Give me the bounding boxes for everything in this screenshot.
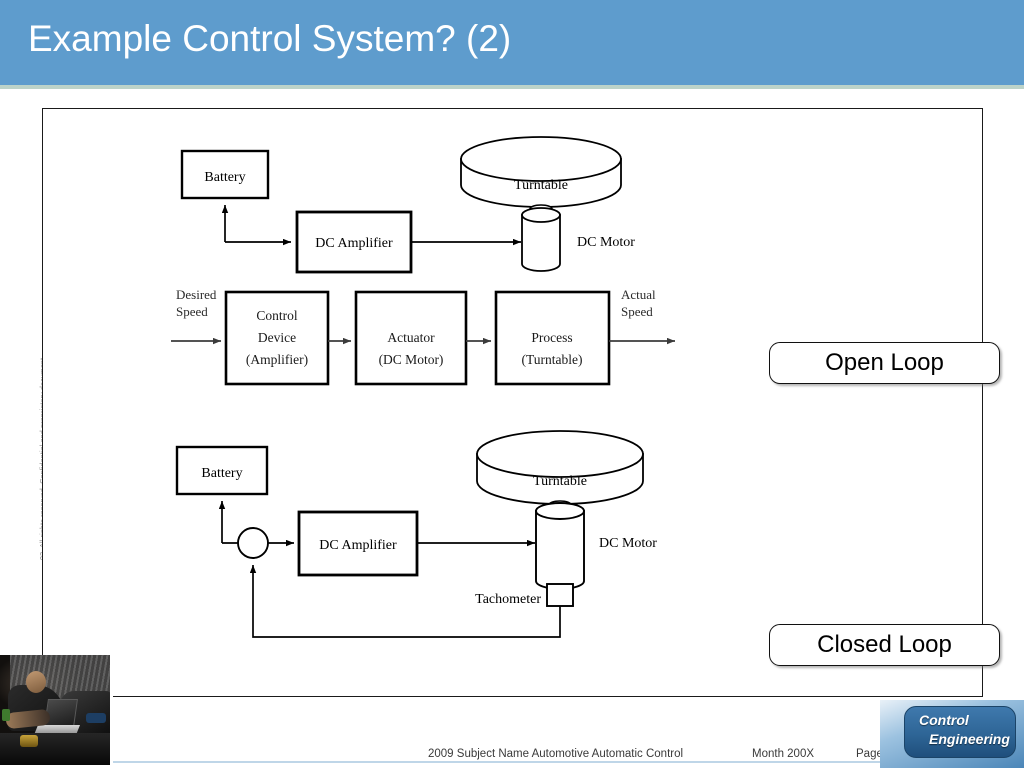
open-loop-dc-motor-shape [521, 207, 561, 272]
page-title: Example Control System? (2) [28, 18, 512, 59]
title-banner-underline [0, 85, 1024, 89]
content-frame: Battery DC Amplifier Turntable DC Mo [42, 108, 1000, 697]
closed-loop-summing-junction [237, 527, 269, 559]
closed-loop-dc-motor-shape [535, 502, 585, 590]
photo-blue-accent [86, 713, 106, 723]
block-process-box [494, 290, 611, 386]
closed-loop-dc-amplifier-label: DC Amplifier [319, 538, 397, 553]
open-loop-turntable-label: Turntable [514, 178, 568, 193]
open-loop-dc-motor-label: DC Motor [577, 235, 635, 250]
closed-loop-turntable-label: Turntable [533, 474, 587, 489]
open-loop-dc-amplifier-label: DC Amplifier [315, 236, 393, 251]
block-actuator-line2: Actuator [387, 330, 435, 345]
open-loop-callout[interactable]: Open Loop [769, 342, 1000, 384]
block-diagram-output-label-line1: Actual [621, 287, 656, 302]
block-process-line3: (Turntable) [522, 352, 583, 367]
logo-line-engineering: Engineering [929, 731, 1010, 747]
photo-yellow-accent [20, 735, 38, 747]
closed-loop-callout[interactable]: Closed Loop [769, 624, 1000, 666]
block-diagram-output-label-line2: Speed [621, 304, 653, 319]
title-banner [0, 0, 1024, 85]
closed-loop-turntable-shape [476, 430, 644, 505]
open-loop-battery-label: Battery [204, 170, 245, 185]
photo-thumbnail-frame [0, 655, 113, 768]
block-control-device-box [224, 290, 330, 386]
tachometer-box [546, 583, 574, 607]
control-system-diagram: Battery DC Amplifier Turntable DC Mo [171, 136, 675, 638]
closed-loop-dc-amplifier-box [297, 510, 419, 577]
open-loop-turntable-shape [460, 136, 622, 208]
closed-loop-callout-label: Closed Loop [817, 631, 952, 658]
block-diagram-input-label-line1: Desired [176, 287, 217, 302]
control-engineering-logo: Control Engineering [904, 706, 1016, 758]
closed-loop-dc-motor-label: DC Motor [599, 536, 657, 551]
closed-loop-battery-box [175, 445, 269, 496]
footer-date: Month 200X [752, 748, 815, 760]
feedback-path [249, 565, 561, 638]
block-control-device-line2: Device [258, 330, 296, 345]
block-control-device-line1: Control [256, 308, 298, 323]
logo-line-control: Control [919, 712, 969, 728]
block-diagram-input-label-line2: Speed [176, 304, 208, 319]
footer-subject: 2009 Subject Name Automotive Automatic C… [428, 748, 684, 760]
footer-divider [108, 761, 1024, 763]
block-control-device-line3: (Amplifier) [246, 352, 308, 367]
open-loop-callout-label: Open Loop [825, 349, 944, 376]
block-actuator-line3: (DC Motor) [379, 352, 444, 367]
workshop-laptop-photo [0, 655, 110, 765]
photo-green-accent [2, 709, 10, 721]
tachometer-label: Tachometer [475, 592, 541, 607]
closed-loop-battery-label: Battery [201, 466, 242, 481]
block-actuator-box [354, 290, 468, 386]
photo-person-head [26, 671, 46, 693]
block-process-line2: Process [531, 330, 572, 345]
photo-floor [0, 733, 110, 765]
open-loop-battery-box [180, 149, 270, 200]
